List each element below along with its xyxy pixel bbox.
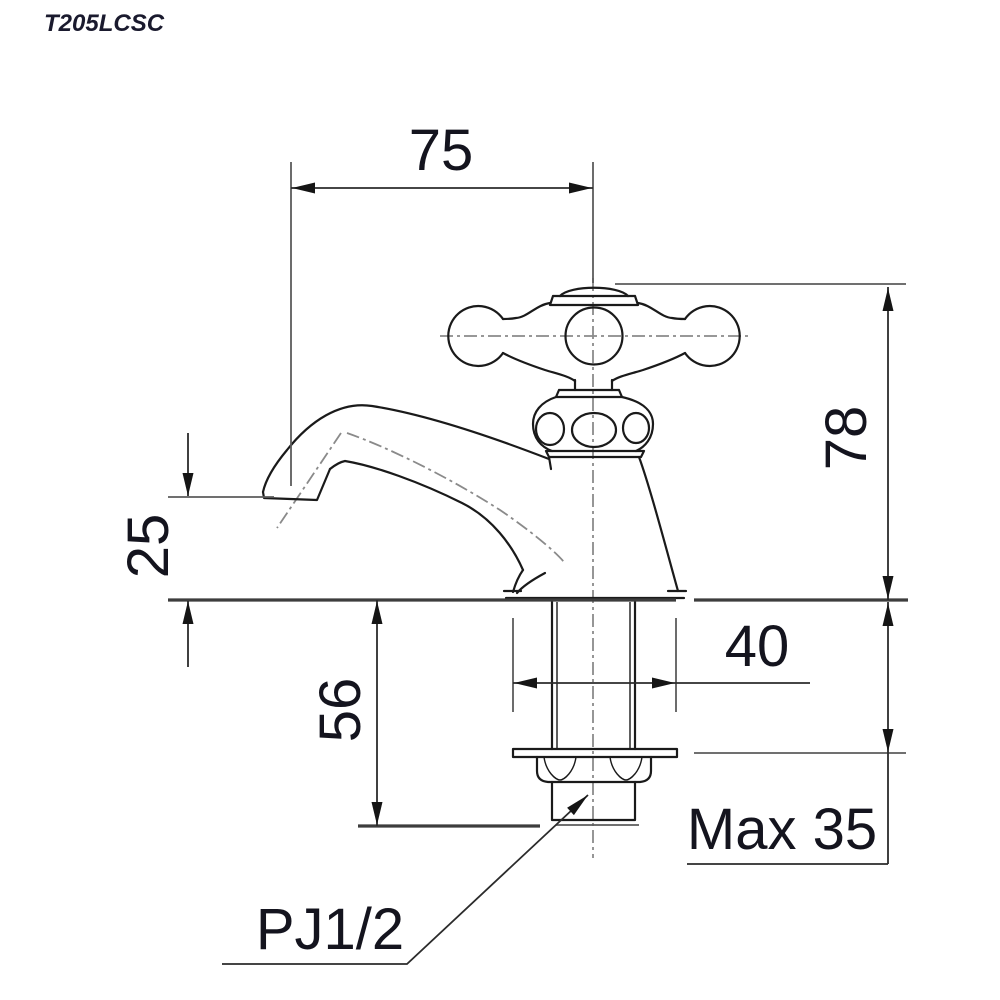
bonnet	[531, 395, 655, 459]
faucet-outline	[261, 286, 741, 826]
dimension-40: 40	[512, 614, 810, 712]
dim-label-75: 75	[409, 118, 474, 183]
thread-size-label: PJ1/2	[256, 897, 404, 962]
dim-label-40: 40	[725, 614, 790, 679]
cross-handle	[447, 286, 741, 399]
thread-callout: PJ1/2	[222, 794, 589, 965]
dim-label-25: 25	[116, 514, 181, 579]
model-number-label: T205LCSC	[44, 10, 165, 37]
dim-label-56: 56	[308, 678, 373, 743]
spout	[261, 404, 551, 572]
centerlines	[276, 278, 750, 858]
dimension-25: 25	[116, 433, 274, 667]
dim-label-78: 78	[814, 406, 879, 471]
dim-label-max-35: Max 35	[687, 797, 877, 862]
dimension-max-35: Max 35	[687, 602, 906, 865]
faucet-body	[502, 455, 688, 600]
dimension-56: 56	[308, 600, 540, 828]
dimension-78: 78	[615, 283, 906, 600]
dimension-75: 75	[290, 118, 594, 486]
shank	[511, 598, 679, 826]
